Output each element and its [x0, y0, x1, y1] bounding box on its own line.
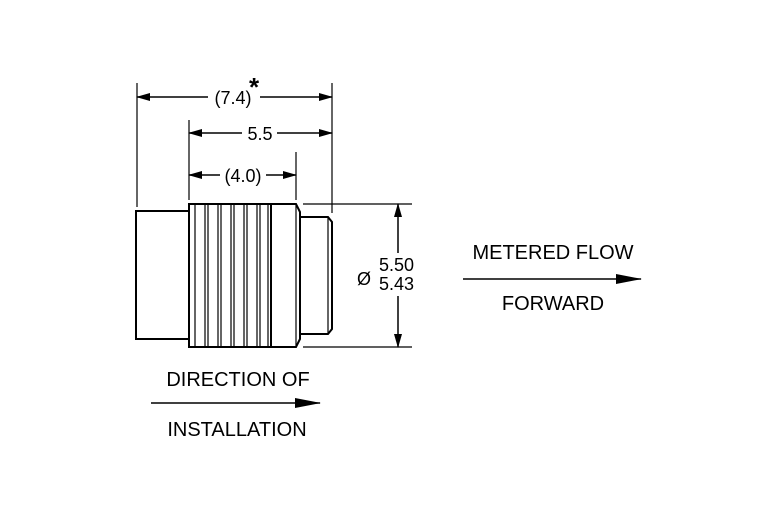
- part-outlet-tip: [299, 216, 333, 335]
- diameter-symbol: Ø: [357, 269, 371, 289]
- diameter-max: 5.50: [379, 255, 414, 275]
- part-inlet-cylinder: [135, 210, 190, 340]
- metered-flow-label: METERED FLOW: [472, 242, 633, 264]
- installation-direction-indicator: DIRECTION OF INSTALLATION: [151, 369, 321, 441]
- overall-length-value: (7.4): [214, 88, 251, 108]
- extension-lines: [136, 83, 412, 348]
- installation-label: INSTALLATION: [167, 419, 306, 441]
- threaded-length-value: (4.0): [224, 166, 261, 186]
- dimension-diameter: Ø 5.50 5.43: [357, 203, 414, 348]
- diameter-min: 5.43: [379, 274, 414, 294]
- dimension-overall-length: (7.4) *: [136, 72, 333, 108]
- forward-label: FORWARD: [502, 293, 604, 315]
- dimension-threaded-length: (4.0): [188, 166, 297, 186]
- metered-flow-indicator: METERED FLOW FORWARD: [463, 242, 642, 315]
- dimension-body-length: 5.5: [188, 124, 333, 144]
- overall-length-asterisk: *: [249, 72, 260, 102]
- body-length-value: 5.5: [247, 124, 272, 144]
- direction-of-label: DIRECTION OF: [166, 369, 309, 391]
- part-grooved-section: [188, 203, 272, 348]
- part-outline: [135, 203, 333, 348]
- part-grooves: [194, 204, 269, 347]
